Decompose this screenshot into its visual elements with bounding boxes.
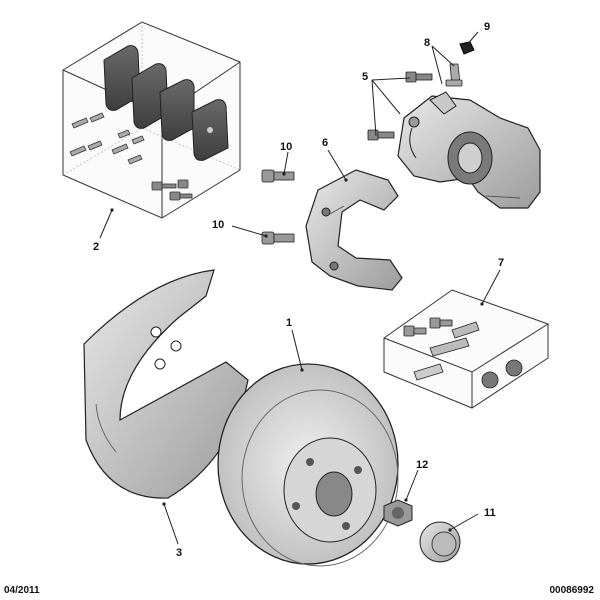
callout-3: 3 <box>176 547 182 559</box>
footer-date: 04/2011 <box>4 585 40 596</box>
callout-2: 2 <box>93 241 99 253</box>
pad-clips <box>69 112 145 165</box>
bleed-valve <box>445 63 463 87</box>
bleed-cap <box>459 41 475 55</box>
pad-bolts <box>151 179 193 201</box>
guide-pin-kit-box <box>383 289 549 409</box>
callout-10-bottom: 10 <box>212 219 224 231</box>
hub-cap <box>419 521 461 563</box>
callout-12: 12 <box>416 459 428 471</box>
leader-lines <box>99 31 501 545</box>
guide-pins <box>403 317 523 389</box>
brake-disc <box>217 363 399 567</box>
callout-6: 6 <box>322 137 328 149</box>
brake-pads <box>103 45 229 161</box>
callout-7: 7 <box>498 257 504 269</box>
callout-11: 11 <box>484 507 496 519</box>
hub-nut <box>383 499 413 527</box>
brake-caliper <box>397 91 541 209</box>
caliper-bolts <box>367 71 433 141</box>
pad-wear-sensor-icon <box>207 127 213 133</box>
carrier-bolts <box>261 169 295 245</box>
callout-5: 5 <box>362 71 368 83</box>
callout-9: 9 <box>484 21 490 33</box>
footer-reference-number: 00086992 <box>549 585 595 596</box>
callout-1: 1 <box>286 317 292 329</box>
callout-8: 8 <box>424 37 430 49</box>
caliper-mount-hole-icon <box>408 116 420 128</box>
caliper-carrier-bracket <box>305 169 403 291</box>
dust-shield <box>83 269 249 499</box>
callout-10-top: 10 <box>280 141 292 153</box>
